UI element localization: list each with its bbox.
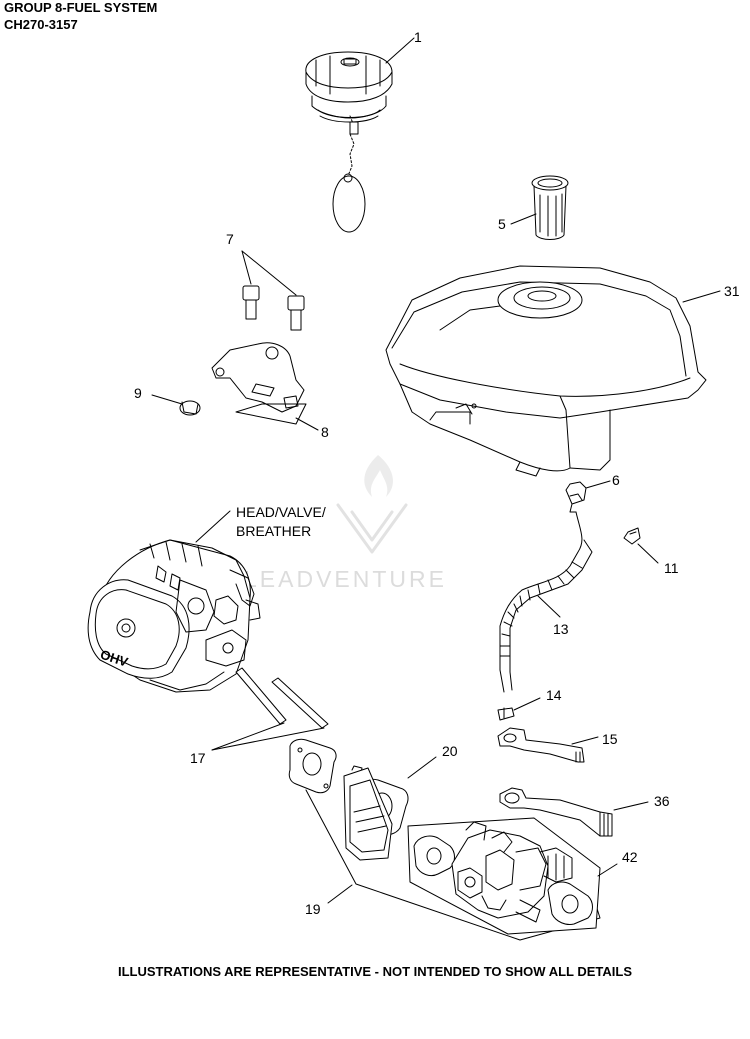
carb-spacer-part — [344, 768, 392, 860]
fuel-fitting-part — [566, 482, 586, 512]
head-label-line2: BREATHER — [236, 523, 311, 539]
callout-8: 8 — [321, 424, 329, 440]
callout-42: 42 — [622, 849, 638, 865]
callout-15: 15 — [602, 731, 618, 747]
throttle-lever-part — [500, 788, 612, 836]
callout-19: 19 — [305, 901, 321, 917]
carburetor-kit-part — [408, 818, 600, 934]
fuel-strainer-part — [532, 176, 568, 240]
fuel-line-part — [500, 512, 592, 692]
fuel-cap-part — [306, 52, 392, 232]
bolt-part — [243, 286, 304, 330]
callout-7: 7 — [226, 231, 234, 247]
choke-lever-part — [498, 728, 584, 762]
hose-clamp-part — [624, 528, 640, 544]
callout-31: 31 — [724, 283, 740, 299]
fuel-tank-part — [386, 266, 706, 476]
callout-36: 36 — [654, 793, 670, 809]
page-title: GROUP 8-FUEL SYSTEM — [4, 0, 158, 15]
callout-5: 5 — [498, 216, 506, 232]
flange-nut-part — [180, 401, 200, 415]
callout-13: 13 — [553, 621, 569, 637]
head-label-line1: HEAD/VALVE/ — [236, 504, 326, 520]
callout-11: 11 — [664, 560, 679, 576]
callout-20: 20 — [442, 743, 458, 759]
callout-6: 6 — [612, 472, 620, 488]
model-number: CH270-3157 — [4, 17, 78, 32]
callout-1: 1 — [414, 29, 422, 45]
callout-14: 14 — [546, 687, 562, 703]
watermark-text: LEADVENTURE — [244, 566, 447, 592]
tank-bracket-part — [212, 343, 304, 412]
callout-9: 9 — [134, 385, 142, 401]
watermark-logo — [338, 455, 406, 552]
stud-part — [236, 668, 328, 728]
illustration-disclaimer: ILLUSTRATIONS ARE REPRESENTATIVE - NOT I… — [118, 964, 632, 979]
hose-clip-part — [498, 708, 514, 720]
callout-17: 17 — [190, 750, 206, 766]
engine-head-assembly: OHV — [88, 540, 260, 692]
